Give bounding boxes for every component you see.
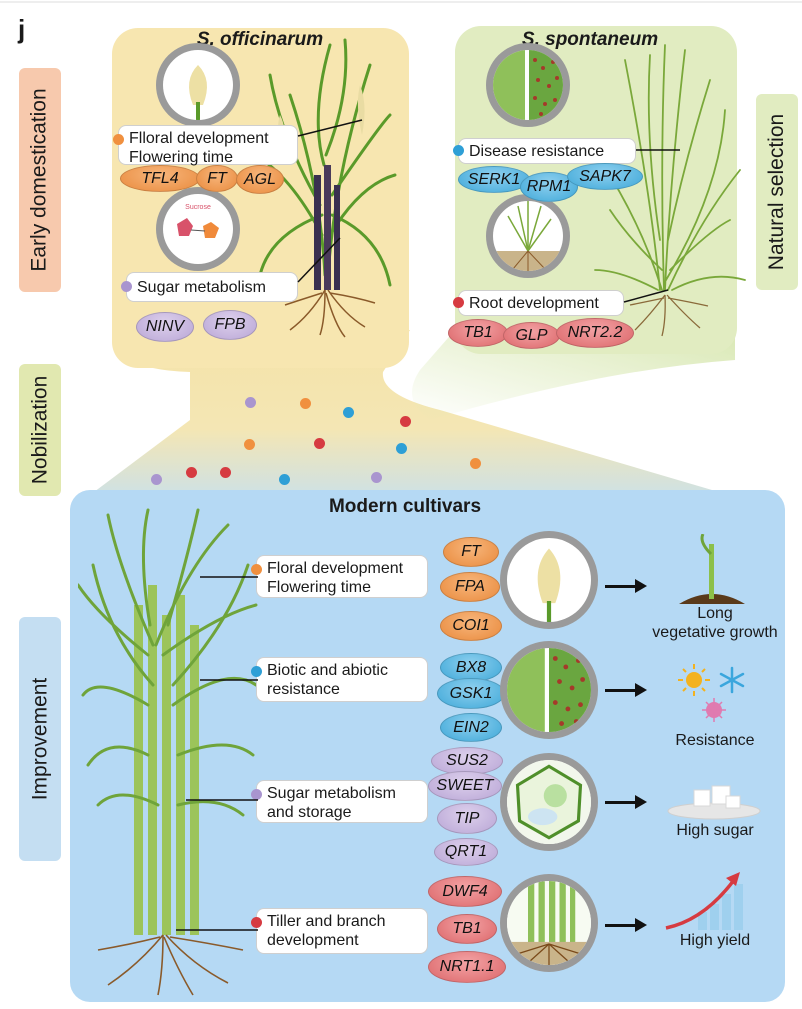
sucrose-label: Sucrose xyxy=(185,204,211,211)
spontaneum-plant-illustration xyxy=(594,44,746,337)
arrow xyxy=(605,918,647,932)
stress-icons xyxy=(678,664,745,722)
allele-dot xyxy=(220,467,231,478)
sugar-dot xyxy=(121,281,132,292)
gene-glp: GLP xyxy=(503,322,560,349)
allele-dot xyxy=(400,416,411,427)
leaf-disease-image xyxy=(486,43,570,127)
arrow xyxy=(605,795,647,809)
callout-disease-resistance: Disease resistance xyxy=(453,138,636,164)
label-nobilization: Nobilization xyxy=(19,364,61,496)
flowering-dot xyxy=(251,564,262,575)
allele-dot xyxy=(279,474,290,485)
gene-dwf4: DWF4 xyxy=(428,876,502,907)
leaf-disease-image xyxy=(500,641,598,739)
gene-sweet: SWEET xyxy=(428,771,502,801)
allele-dot xyxy=(470,458,481,469)
callout-sugar-metabolism: Sugar metabolism xyxy=(121,272,298,302)
gene-ft: FT xyxy=(443,537,499,567)
gene-gsk1: GSK1 xyxy=(437,678,505,709)
sugar-cubes-icon xyxy=(667,785,761,820)
gene-fpa: FPA xyxy=(440,572,500,602)
gene-fpb: FPB xyxy=(203,310,257,340)
gene-agl: AGL xyxy=(236,165,284,194)
callout-root-development: Root development xyxy=(453,290,624,316)
allele-dot xyxy=(396,443,407,454)
label-improvement: Improvement xyxy=(19,617,61,861)
outcome-long-vegetative-growth: Long vegetative growth xyxy=(652,605,778,641)
gene-bx8: BX8 xyxy=(440,653,502,682)
gene-serk1: SERK1 xyxy=(458,166,530,193)
gene-tb1: TB1 xyxy=(448,319,508,347)
sun-icon xyxy=(678,664,710,696)
species-spontaneum: S. spontaneum xyxy=(521,29,659,50)
allele-dot xyxy=(245,397,256,408)
trait-tiller-branch-development: Tiller and branch development xyxy=(251,908,428,954)
tiller-image xyxy=(500,874,598,972)
allele-dot xyxy=(371,472,382,483)
gene-tb1: TB1 xyxy=(437,914,497,944)
yield-chart-icon xyxy=(665,872,743,930)
species-officinarum: S. officinarum xyxy=(196,29,324,50)
resistance-dot xyxy=(453,145,464,156)
gene-ninv: NINV xyxy=(136,312,194,342)
arrow xyxy=(605,683,647,697)
callout-floral-development: Flloral development Flowering time xyxy=(113,125,298,166)
allele-dot xyxy=(343,407,354,418)
outcome-high-sugar: High sugar xyxy=(676,822,754,839)
panel-letter: j xyxy=(18,14,26,44)
root-dot xyxy=(251,917,262,928)
flowering-dot xyxy=(113,134,124,145)
gene-coi1: COI1 xyxy=(440,611,502,641)
allele-dot xyxy=(244,439,255,450)
snowflake-icon xyxy=(719,666,745,694)
arrow xyxy=(605,579,647,593)
gene-tfl4: TFL4 xyxy=(120,165,200,192)
label-early-domestication: Early domestication xyxy=(19,68,61,292)
label-natural-selection: Natural selection xyxy=(756,94,798,290)
root-dot xyxy=(453,297,464,308)
gene-nrt1-1: NRT1.1 xyxy=(428,951,506,983)
seedling-icon xyxy=(679,534,745,604)
gene-sapk7: SAPK7 xyxy=(567,163,643,190)
modern-plant-illustration xyxy=(78,508,258,996)
trait-biotic-abiotic-resistance: Biotic and abiotic resistance xyxy=(251,657,428,702)
gene-tip: TIP xyxy=(437,803,497,834)
root-image xyxy=(486,194,570,278)
trait-sugar-metabolism-storage: Sugar metabolism and storage xyxy=(251,780,428,823)
outcome-resistance: Resistance xyxy=(675,732,755,749)
gene-ft: FT xyxy=(196,165,238,192)
modern-cultivars-title: Modern cultivars xyxy=(328,496,482,517)
flower-image xyxy=(156,43,240,127)
outcome-high-yield: High yield xyxy=(679,932,751,949)
sugar-dot xyxy=(251,789,262,800)
flower-image xyxy=(500,531,598,629)
allele-dot xyxy=(186,467,197,478)
trait-floral-development: Floral development Flowering time xyxy=(251,555,428,598)
gene-qrt1: QRT1 xyxy=(434,838,498,866)
gene-ein2: EIN2 xyxy=(440,713,502,742)
allele-dot xyxy=(314,438,325,449)
allele-dot xyxy=(300,398,311,409)
resistance-dot xyxy=(251,666,262,677)
plant-cell-image xyxy=(500,753,598,851)
sucrose-image: Sucrose xyxy=(156,187,240,271)
modern-cultivars-panel xyxy=(70,490,785,1002)
pathogen-icon xyxy=(702,698,726,722)
allele-dot xyxy=(151,474,162,485)
gene-nrt2-2: NRT2.2 xyxy=(556,318,634,348)
